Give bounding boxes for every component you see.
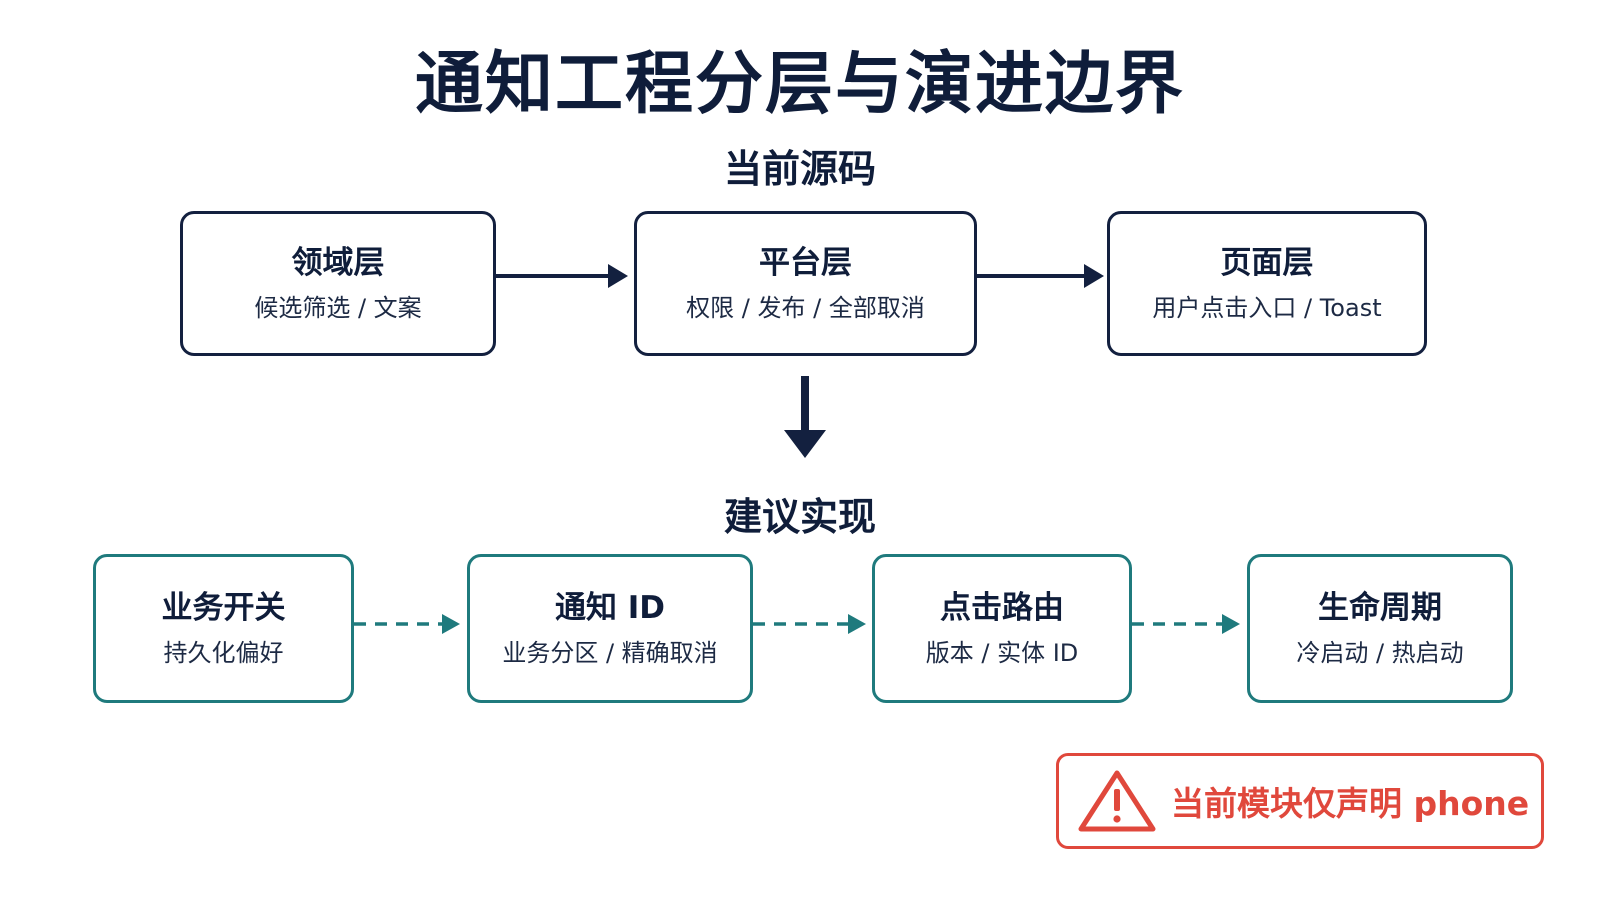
box-title: 平台层 xyxy=(759,244,852,281)
notification-id-box: 通知 ID 业务分区 / 精确取消 xyxy=(467,554,753,703)
box-title: 领域层 xyxy=(291,244,385,281)
click-routing-box: 点击路由 版本 / 实体 ID xyxy=(872,554,1132,703)
dashed-arrow-routing-to-lifecycle xyxy=(1132,614,1240,634)
box-title: 通知 ID xyxy=(554,589,666,626)
page-title: 通知工程分层与演进边界 xyxy=(414,45,1185,124)
proposed-section-heading: 建议实现 xyxy=(723,495,876,539)
box-subtitle: 候选筛选 / 文案 xyxy=(254,293,422,322)
business-switch-box: 业务开关 持久化偏好 xyxy=(93,554,354,703)
box-title: 页面层 xyxy=(1220,244,1314,281)
box-title: 生命周期 xyxy=(1318,589,1442,626)
box-title: 点击路由 xyxy=(940,589,1064,626)
arrow-domain-to-platform xyxy=(496,264,628,288)
domain-layer-box: 领域层 候选筛选 / 文案 xyxy=(180,211,496,356)
dashed-arrow-id-to-routing xyxy=(753,614,866,634)
warning-triangle-icon xyxy=(1078,770,1156,832)
box-subtitle: 用户点击入口 / Toast xyxy=(1152,293,1382,322)
arrow-down-to-proposed xyxy=(784,376,826,458)
lifecycle-box: 生命周期 冷启动 / 热启动 xyxy=(1247,554,1513,703)
platform-warning-banner: 当前模块仅声明 phone xyxy=(1056,753,1544,849)
platform-layer-box: 平台层 权限 / 发布 / 全部取消 xyxy=(634,211,977,356)
box-subtitle: 权限 / 发布 / 全部取消 xyxy=(686,293,925,322)
box-subtitle: 业务分区 / 精确取消 xyxy=(502,638,718,667)
box-subtitle: 持久化偏好 xyxy=(163,638,284,667)
box-subtitle: 冷启动 / 热启动 xyxy=(1296,638,1464,667)
arrow-platform-to-page xyxy=(977,264,1104,288)
current-section-heading: 当前源码 xyxy=(723,147,876,191)
page-layer-box: 页面层 用户点击入口 / Toast xyxy=(1107,211,1427,356)
box-subtitle: 版本 / 实体 ID xyxy=(925,638,1079,667)
box-title: 业务开关 xyxy=(161,589,286,626)
warning-text: 当前模块仅声明 phone xyxy=(1171,784,1530,823)
dashed-arrow-switch-to-id xyxy=(354,614,460,634)
